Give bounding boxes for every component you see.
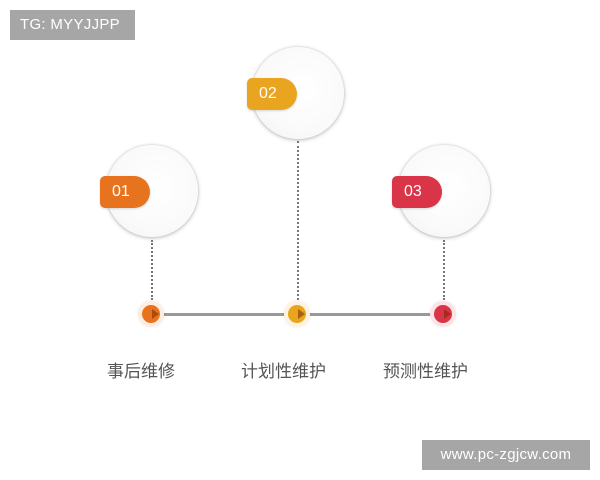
watermark-bottom: www.pc-zgjcw.com — [422, 440, 590, 470]
play-icon — [298, 309, 305, 319]
step-1-number-tag: 01 — [100, 176, 150, 208]
play-icon — [152, 309, 159, 319]
step-3-connector — [443, 240, 445, 300]
step-1-connector — [151, 240, 153, 300]
step-2-connector — [297, 141, 299, 300]
step-3-label: 预测性维护 — [383, 362, 468, 382]
step-1-label: 事后维修 — [107, 362, 175, 382]
step-3-number-tag: 03 — [392, 176, 442, 208]
step-2-number-tag: 02 — [247, 78, 297, 110]
play-icon — [444, 309, 451, 319]
watermark-top: TG: MYYJJPP — [10, 10, 135, 40]
step-2-label: 计划性维护 — [241, 362, 326, 382]
step-3-marker — [430, 301, 456, 327]
step-1-marker — [138, 301, 164, 327]
step-2-marker — [284, 301, 310, 327]
